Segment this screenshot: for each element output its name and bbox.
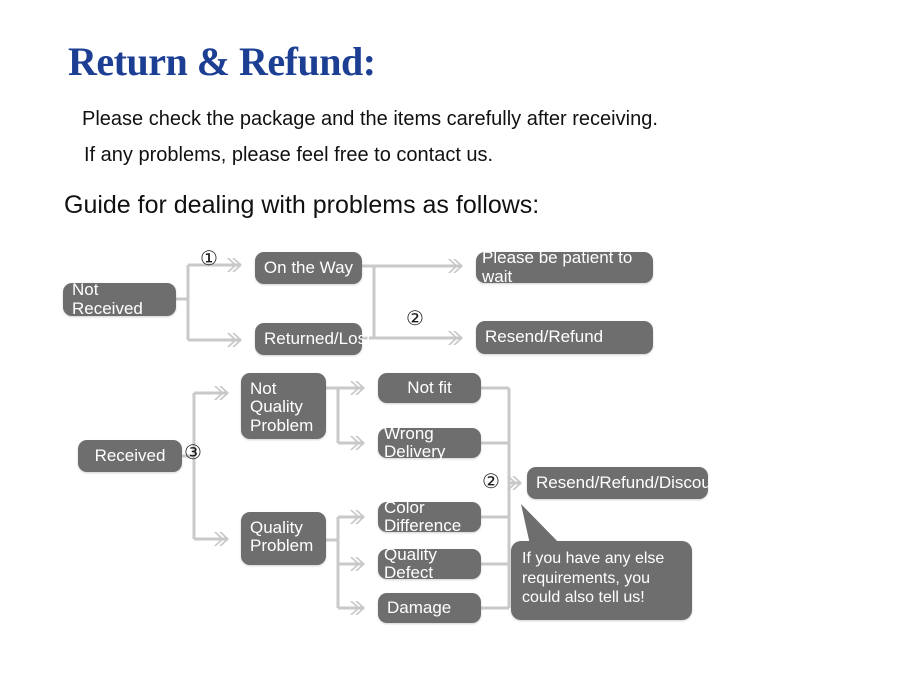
node-label: Not Received xyxy=(72,280,143,318)
node-resend-refund[interactable]: Resend/Refund xyxy=(476,321,653,354)
intro-line-2: If any problems, please feel free to con… xyxy=(84,144,494,166)
node-on-the-way[interactable]: On the Way xyxy=(255,252,362,284)
step-number-3: ③ xyxy=(184,442,202,464)
node-label: Please be patient to wait xyxy=(482,248,633,286)
node-returned-lost[interactable]: Returned/Lost xyxy=(255,323,371,355)
node-label: Color Difference xyxy=(384,497,462,535)
node-quality-problem[interactable]: Quality Problem xyxy=(241,512,326,565)
node-please-be-patient-to-wait[interactable]: Please be patient to wait xyxy=(476,248,653,286)
node-resend-refund-discount[interactable]: Resend/Refund/Discount xyxy=(527,467,725,499)
node-color-difference[interactable]: Color Difference xyxy=(378,498,481,535)
node-label: Quality Defect xyxy=(384,544,437,582)
node-quality-defect[interactable]: Quality Defect xyxy=(378,545,481,582)
node-wrong-delivery[interactable]: Wrong Delivery xyxy=(378,424,481,461)
node-label: Resend/Refund/Discount xyxy=(536,472,726,492)
node-label: Not fit xyxy=(407,377,452,397)
page-title: Return & Refund: xyxy=(68,39,376,84)
intro-line-1: Please check the package and the items c… xyxy=(82,108,658,130)
node-label: Resend/Refund xyxy=(485,327,604,347)
step-number-2-bottom: ② xyxy=(482,471,500,493)
guide-heading: Guide for dealing with problems as follo… xyxy=(64,191,540,219)
node-label: Not Quality Problem xyxy=(250,379,314,435)
node-label: Returned/Lost xyxy=(264,328,371,348)
node-label: Quality Problem xyxy=(250,518,314,556)
node-damage[interactable]: Damage xyxy=(378,593,481,623)
node-label: Damage xyxy=(387,597,452,617)
node-label: On the Way xyxy=(263,257,354,277)
node-received[interactable]: Received xyxy=(78,440,182,472)
node-label: Wrong Delivery xyxy=(384,423,446,461)
node-label: Received xyxy=(94,445,166,465)
callout-bubble: If you have any else requirements, you c… xyxy=(511,541,692,620)
step-number-1: ① xyxy=(200,248,218,270)
node-not-received[interactable]: Not Received xyxy=(63,280,176,318)
node-not-fit[interactable]: Not fit xyxy=(378,373,481,403)
callout-text: If you have any else requirements, you c… xyxy=(522,550,665,607)
step-number-2-top: ② xyxy=(406,308,424,330)
node-not-quality-problem[interactable]: Not Quality Problem xyxy=(241,373,326,439)
